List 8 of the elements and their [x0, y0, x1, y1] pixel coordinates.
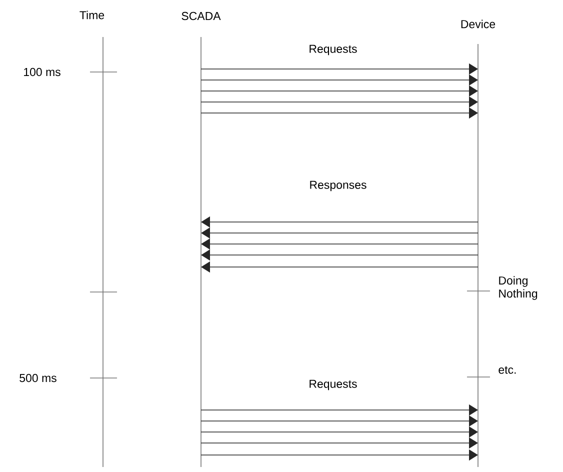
- column-heading: SCADA: [182, 12, 221, 20]
- annotation-label: Requests: [310, 44, 357, 56]
- time-label: 500 ms: [20, 374, 56, 382]
- time-label: 100 ms: [24, 68, 60, 76]
- column-heading: Device: [461, 20, 496, 28]
- annotation-label: Requests: [310, 380, 357, 390]
- annotation-label: Responses: [310, 180, 366, 192]
- column-heading: Time: [80, 10, 104, 20]
